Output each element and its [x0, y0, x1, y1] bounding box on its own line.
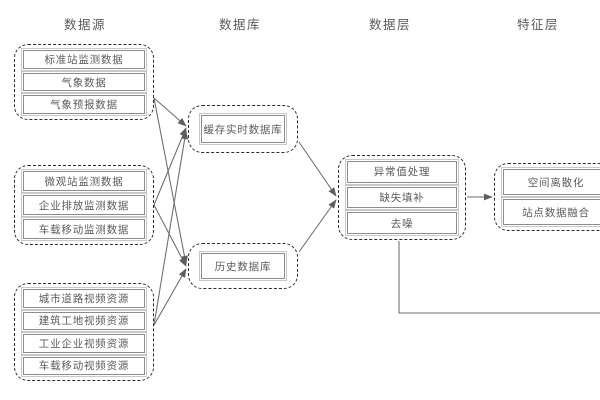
micro-station-group-items: 微观站监测数据企业排放监测数据车载移动监测数据 — [15, 166, 153, 244]
column-header-1: 数据源 — [63, 17, 106, 32]
node-box[interactable]: 去噪 — [345, 210, 459, 236]
node-box[interactable]: 车载移动监测数据 — [21, 217, 147, 241]
node-box[interactable]: 空间离散化 — [501, 167, 600, 197]
node-box[interactable]: 微观站监测数据 — [21, 169, 147, 193]
node-box[interactable]: 历史数据库 — [199, 251, 287, 281]
history-database-group: 历史数据库 — [188, 243, 298, 289]
node-box[interactable]: 缓存实时数据库 — [199, 113, 287, 145]
edge-data-layer-to-offscreen-right — [398, 241, 600, 314]
edges — [153, 97, 600, 326]
node-box[interactable]: 站点数据融合 — [501, 197, 600, 227]
node-box[interactable]: 建筑工地视频资源 — [21, 309, 147, 332]
feature-layer-group-items: 空间离散化站点数据融合 — [495, 164, 600, 230]
node-box[interactable]: 城市道路视频资源 — [21, 287, 147, 310]
edge-database-realtime-to-data-layer — [298, 141, 337, 197]
feature-layer-group: 空间离散化站点数据融合 — [494, 163, 600, 231]
micro-station-group: 微观站监测数据企业排放监测数据车载移动监测数据 — [14, 165, 154, 245]
node-box[interactable]: 异常值处理 — [345, 159, 459, 185]
edge-data-source-micro-to-database-history — [153, 204, 187, 267]
edge-data-source-video-to-database-history — [153, 268, 187, 326]
node-box[interactable]: 缺失填补 — [345, 184, 459, 211]
standard-station-group: 标准站监测数据气象数据气象预报数据 — [14, 44, 154, 120]
column-header-2: 数据库 — [218, 17, 261, 32]
video-resource-group-items: 城市道路视频资源建筑工地视频资源工业企业视频资源车载移动视频资源 — [15, 284, 153, 380]
history-database-group-items: 历史数据库 — [189, 244, 297, 288]
realtime-cache-database-group: 缓存实时数据库 — [188, 105, 298, 153]
edge-data-source-station-to-database-realtime — [153, 97, 187, 127]
node-box[interactable]: 气象数据 — [21, 70, 147, 94]
edge-database-history-to-data-layer — [298, 199, 337, 253]
node-box[interactable]: 工业企业视频资源 — [21, 332, 147, 355]
edge-data-source-micro-to-database-realtime — [153, 127, 187, 206]
node-box[interactable]: 气象预报数据 — [21, 93, 147, 116]
column-header-4: 特征层 — [516, 17, 559, 32]
data-layer-group-items: 异常值处理缺失填补去噪 — [339, 156, 465, 239]
column-header-3: 数据层 — [368, 17, 411, 32]
standard-station-group-items: 标准站监测数据气象数据气象预报数据 — [15, 45, 153, 119]
edge-data-source-video-to-database-realtime — [153, 130, 189, 326]
node-box[interactable]: 标准站监测数据 — [21, 48, 147, 71]
edge-data-source-station-to-database-history — [153, 97, 188, 265]
node-box[interactable]: 车载移动视频资源 — [21, 354, 147, 377]
data-layer-group: 异常值处理缺失填补去噪 — [338, 155, 466, 240]
node-box[interactable]: 企业排放监测数据 — [21, 193, 147, 217]
realtime-cache-database-group-items: 缓存实时数据库 — [189, 106, 297, 152]
video-resource-group: 城市道路视频资源建筑工地视频资源工业企业视频资源车载移动视频资源 — [14, 283, 154, 381]
